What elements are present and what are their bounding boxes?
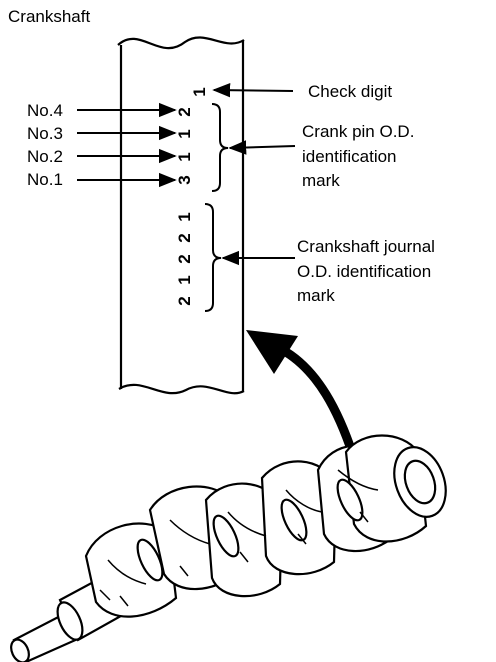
diagram-title: Crankshaft <box>8 7 90 26</box>
journal-marks: 1 2 2 1 2 <box>175 212 194 305</box>
shaft-top-break <box>117 36 245 50</box>
check-digit-label: Check digit <box>308 82 392 101</box>
journal-mark-3: 2 <box>175 254 194 263</box>
crank-pin-label-line3: mark <box>302 171 340 190</box>
callout-no4: No.4 <box>27 101 63 120</box>
crank-pin-arrow <box>228 140 296 155</box>
crank-pin-label: Crank pin O.D. identification mark <box>302 122 414 190</box>
callout-no1: No.1 <box>27 170 63 189</box>
pin-mark-no1: 3 <box>175 175 194 184</box>
check-digit-arrow <box>212 83 294 98</box>
journal-label-line3: mark <box>297 286 335 305</box>
pin-mark-no3: 1 <box>175 129 194 138</box>
journal-label-line1: Crankshaft journal <box>297 237 435 256</box>
crank-pin-label-line1: Crank pin O.D. <box>302 122 414 141</box>
location-pointer-arrow <box>246 330 358 457</box>
journal-mark-4: 1 <box>175 275 194 284</box>
shaft-bottom-break <box>118 383 245 395</box>
pin-mark-no2: 1 <box>175 152 194 161</box>
crank-pin-label-line2: identification <box>302 147 397 166</box>
journal-bracket <box>204 203 222 312</box>
crank-pin-bracket <box>211 103 229 192</box>
shaft-closeup <box>117 36 245 395</box>
journal-label: Crankshaft journal O.D. identification m… <box>297 237 435 305</box>
pin-callouts: No.4 No.3 No.2 No.1 <box>27 101 177 189</box>
journal-mark-1: 1 <box>175 212 194 221</box>
callout-no2: No.2 <box>27 147 63 166</box>
check-digit-mark: 1 <box>190 87 209 96</box>
crankshaft-illustration <box>10 434 447 662</box>
journal-mark-5: 2 <box>175 296 194 305</box>
journal-label-line2: O.D. identification <box>297 262 431 281</box>
callout-no3: No.3 <box>27 124 63 143</box>
crank-pin-marks: 2 1 1 3 <box>175 107 194 184</box>
pin-mark-no4: 2 <box>175 107 194 116</box>
journal-mark-2: 2 <box>175 233 194 242</box>
